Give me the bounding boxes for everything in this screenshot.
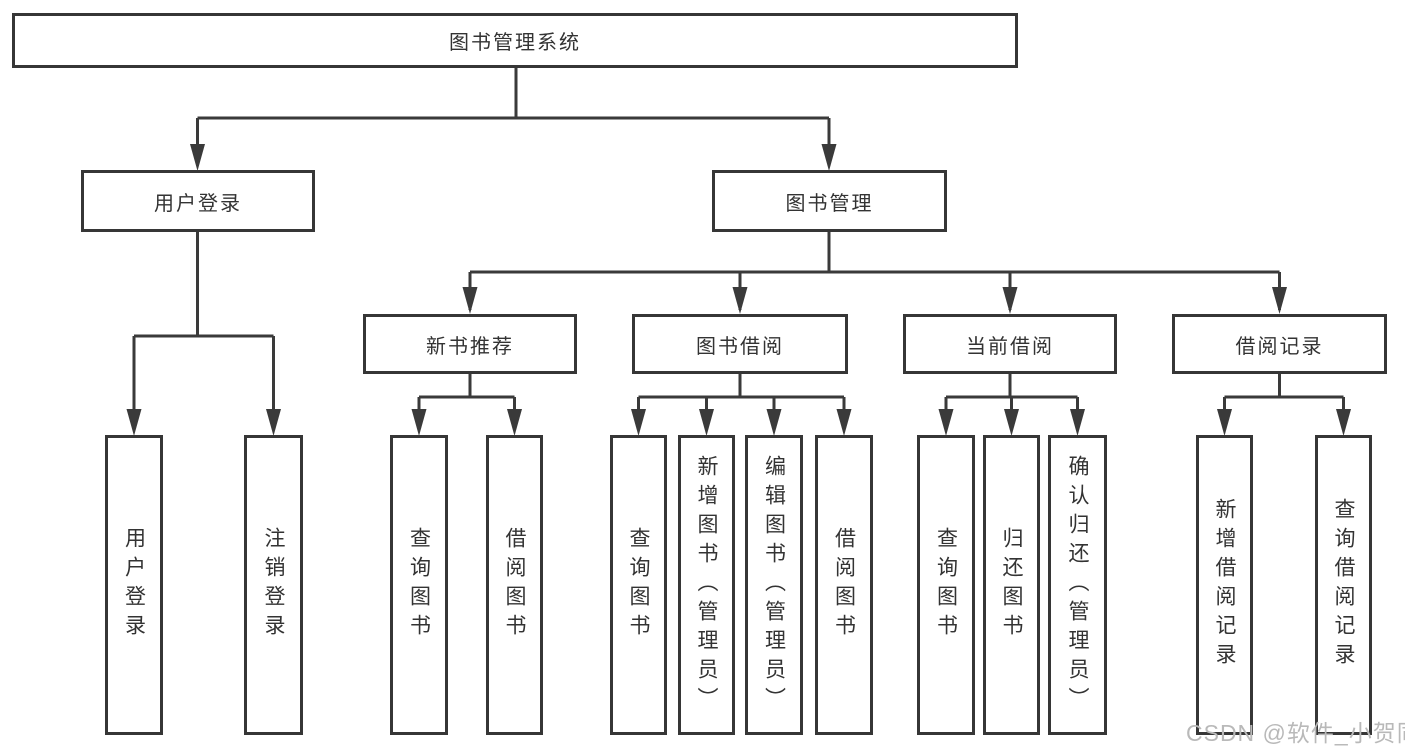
arrowhead [1217,409,1232,436]
node-label: 确认归还（管理员） [1066,454,1089,716]
node-user-login: 用户登录 [81,170,315,232]
node-label: 借阅图书 [503,527,526,643]
node-label: 查询图书 [627,527,650,643]
arrowhead [266,409,281,436]
node-label: 新增借阅记录 [1213,498,1236,672]
node-label: 图书管理系统 [449,32,581,54]
node-label: 查询图书 [407,527,431,643]
arrowhead [938,409,954,436]
node-label: 注销登录 [262,527,285,643]
node-label: 用户登录 [154,192,242,215]
leaf-borrow-edit-books-admin: 编辑图书（管理员） [745,435,803,735]
node-label: 查询借阅记录 [1332,498,1355,672]
arrowhead [462,287,478,314]
node-current-borrow: 当前借阅 [903,314,1117,374]
leaf-current-return-books: 归还图书 [983,435,1040,735]
arrowhead [836,409,852,436]
node-library-management-system: 图书管理系统 [12,13,1018,68]
node-label: 新增图书（管理员） [695,454,718,716]
csdn-watermark: CSDN @软件_小贺同学 [1186,720,1405,746]
node-label: 图书借阅 [696,335,784,358]
node-label: 借阅记录 [1235,335,1324,358]
arrowhead [126,409,142,436]
node-borrow-records: 借阅记录 [1172,314,1387,374]
leaf-current-confirm-return-admin: 确认归还（管理员） [1048,435,1107,735]
node-label: 编辑图书（管理员） [762,454,786,716]
leaf-newbook-query-books: 查询图书 [390,435,448,735]
arrowhead [1002,287,1018,314]
node-label: 图书管理 [785,192,874,215]
arrowhead [1272,287,1287,314]
arrowhead [507,409,522,436]
node-label: 新书推荐 [426,335,514,358]
node-book-borrow: 图书借阅 [632,314,848,374]
node-label: 用户登录 [122,527,146,643]
leaf-borrow-borrow-books: 借阅图书 [815,435,873,735]
arrowhead [190,144,205,171]
arrowhead [1336,409,1351,436]
arrowhead [732,287,748,314]
arrowhead [1004,409,1019,436]
leaf-borrow-add-books-admin: 新增图书（管理员） [678,435,735,735]
arrowhead [821,144,837,171]
arrowhead [699,409,714,436]
node-label: 归还图书 [1000,527,1023,643]
leaf-current-query-books: 查询图书 [917,435,975,735]
leaf-newbook-borrow-books: 借阅图书 [486,435,543,735]
tree-edges [132,68,1345,430]
node-label: 借阅图书 [832,527,856,643]
arrowhead [1070,409,1085,436]
leaf-records-add-borrow-record: 新增借阅记录 [1196,435,1253,735]
leaf-logout: 注销登录 [244,435,303,735]
arrowhead [766,409,782,436]
arrowhead [411,409,427,436]
node-new-book-recommend: 新书推荐 [363,314,577,374]
leaf-user-login: 用户登录 [105,435,163,735]
leaf-borrow-query-books: 查询图书 [610,435,667,735]
arrowhead [631,409,646,436]
node-book-management: 图书管理 [712,170,947,232]
node-label: 当前借阅 [966,335,1054,358]
node-label: 查询图书 [934,527,958,643]
leaf-records-query-borrow-record: 查询借阅记录 [1315,435,1372,735]
